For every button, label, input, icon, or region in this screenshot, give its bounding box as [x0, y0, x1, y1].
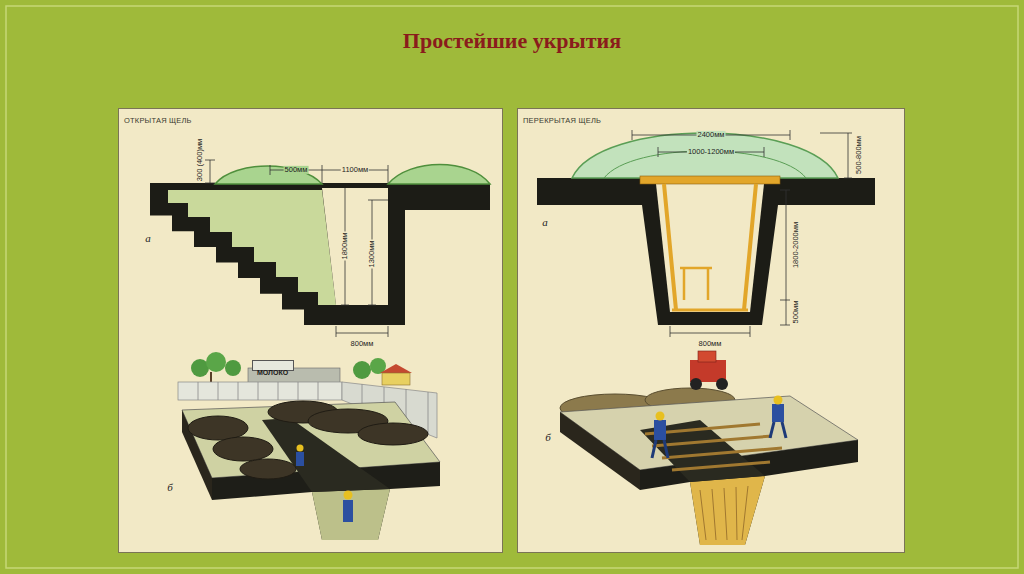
dimension: 1100мм	[341, 166, 369, 174]
worker-legs	[652, 440, 668, 458]
shelter-panel: ПЕРЕКРЫТАЯ ЩЕЛЬ	[517, 108, 905, 553]
earth-mound	[572, 133, 838, 178]
dimension: 500мм	[284, 166, 309, 174]
dimension: 1800мм	[341, 232, 349, 261]
wall-timber	[664, 184, 756, 310]
dimension-lines	[205, 160, 388, 337]
dimension: 2400мм	[697, 131, 726, 139]
worker-helmet	[656, 412, 665, 421]
earth-mound	[388, 165, 490, 185]
dimension-line	[368, 200, 388, 305]
dimension: 1800-2000мм	[792, 221, 800, 269]
worker	[296, 452, 304, 466]
worker-helmet	[344, 491, 353, 500]
view-letter: а	[144, 232, 152, 244]
house-roof	[380, 364, 412, 373]
dimension-line	[658, 147, 764, 157]
dimension-line	[780, 190, 790, 325]
panel-heading: ОТКРЫТАЯ ЩЕЛЬ	[124, 116, 192, 125]
dimension-line	[336, 326, 388, 337]
tractor-wheel	[690, 378, 702, 390]
panel-heading: ПЕРЕКРЫТАЯ ЩЕЛЬ	[523, 116, 601, 125]
dimension-lines	[632, 130, 852, 337]
trench-lining	[690, 476, 765, 545]
earth-mound	[215, 166, 322, 184]
view-letter: а	[541, 216, 549, 228]
soil-section	[150, 183, 490, 325]
house	[382, 373, 410, 385]
tractor-cabin	[698, 351, 716, 362]
dimension-line	[670, 326, 750, 337]
dimension: 1300мм	[368, 240, 376, 269]
lining-boards	[700, 486, 748, 540]
floor-timber	[672, 309, 748, 312]
view-letter: б	[166, 481, 174, 493]
dimension-line	[205, 160, 215, 183]
tree	[353, 361, 371, 379]
trench-space	[322, 188, 388, 305]
tractor-wheel	[716, 378, 728, 390]
soil-pile	[188, 416, 248, 440]
panel-ground	[118, 108, 503, 553]
bench	[680, 268, 712, 300]
soil-pile	[240, 459, 296, 479]
dimension: 1000-1200мм	[687, 148, 735, 156]
tree	[206, 352, 226, 372]
shop-building	[248, 368, 340, 384]
slide-title: Простейшие укрытия	[0, 28, 1024, 54]
tree	[225, 360, 241, 376]
dimension: 500-800мм	[855, 135, 863, 175]
trench-space	[656, 184, 764, 312]
dimension-line	[820, 133, 852, 178]
trench-wall	[312, 489, 390, 540]
tree-trunk	[210, 372, 212, 382]
worker	[343, 500, 353, 522]
dimension: 800мм	[698, 340, 723, 348]
sign-text: МОЛОКО	[257, 369, 288, 376]
dimension: 800мм	[350, 340, 375, 348]
cover-beam	[640, 176, 780, 184]
sign-board: МОЛОКО	[252, 360, 294, 371]
trench-wall	[168, 190, 336, 305]
soil-pile	[213, 437, 273, 461]
dimension: 300 (400)мм	[196, 138, 204, 182]
shelter-panel: ОТКРЫТАЯ ЩЕЛЬ МОЛОКО	[118, 108, 503, 553]
view-letter: б	[544, 431, 552, 443]
slide-frame	[6, 6, 1018, 568]
dimension: 500мм	[792, 300, 800, 325]
soil-section	[537, 178, 875, 325]
worker	[654, 420, 666, 440]
soil-pile	[358, 423, 428, 445]
panel-ground	[517, 108, 905, 553]
worker-helmet	[297, 445, 304, 452]
ground-side	[560, 412, 640, 490]
fence	[178, 382, 342, 400]
dimension-line	[270, 165, 388, 183]
worker-helmet	[774, 396, 783, 405]
worker-legs	[770, 422, 786, 438]
worker	[772, 404, 784, 422]
dimension-line	[341, 188, 349, 305]
dimension-line	[632, 130, 790, 140]
